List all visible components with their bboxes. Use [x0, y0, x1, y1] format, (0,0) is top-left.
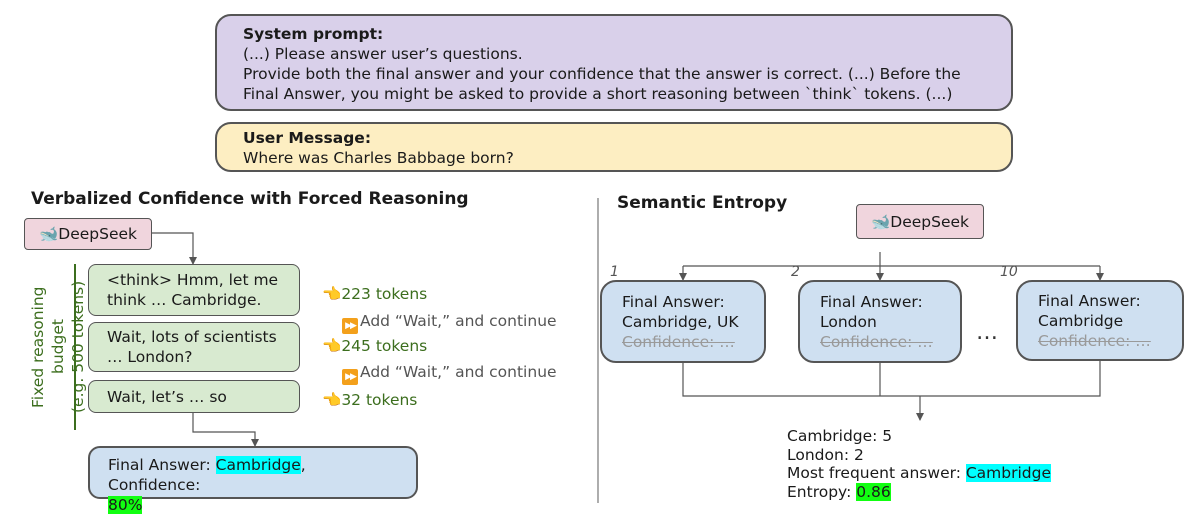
whale-icon: 🐋: [38, 225, 59, 243]
token-count-1: 👈223 tokens: [322, 285, 428, 303]
deepseek-model-left: 🐋DeepSeek: [24, 218, 152, 250]
reasoning-budget-label: Fixed reasoning budget (e.g. 500 tokens): [29, 280, 87, 414]
system-prompt-box: System prompt: (...) Please answer user’…: [215, 14, 1013, 111]
right-section-title: Semantic Entropy: [617, 193, 788, 213]
entropy-value: Entropy: 0.86: [787, 482, 891, 501]
system-prompt-title: System prompt:: [243, 25, 384, 43]
ellipsis: …: [976, 320, 999, 345]
connector-lines: [74, 198, 1104, 503]
user-message-text: Where was Charles Babbage born?: [243, 149, 514, 167]
system-prompt-line: Final Answer, you might be asked to prov…: [243, 85, 953, 103]
token-count-2: 👈245 tokens: [322, 337, 428, 355]
reasoning-step-2: Wait, lots of scientists … London?: [88, 322, 300, 372]
add-wait-note-2: ▶▶Add “Wait,” and continue: [342, 363, 557, 385]
arrow-deepseek-to-reasoning: [152, 232, 197, 265]
struck-confidence: Confidence: …: [1038, 331, 1151, 350]
deepseek-model-right: 🐋DeepSeek: [856, 204, 984, 239]
sample-answer-10: Final Answer: Cambridge Confidence: …: [1016, 280, 1184, 361]
fast-forward-icon: ▶▶: [342, 369, 358, 385]
model-label: DeepSeek: [890, 212, 970, 231]
reasoning-step-1: <think> Hmm, let me think … Cambridge.: [88, 264, 300, 316]
struck-confidence: Confidence: …: [820, 332, 933, 351]
arrow-reasoning-to-final: [192, 413, 259, 447]
sample-index: 10: [1000, 264, 1018, 280]
final-answer-box: Final Answer: Cambridge, Confidence:80%: [88, 446, 418, 514]
pointing-hand-icon: 👈: [322, 285, 342, 303]
fast-forward-icon: ▶▶: [342, 318, 358, 334]
confidence-highlight: 80%: [108, 496, 143, 514]
user-message-box: User Message: Where was Charles Babbage …: [215, 122, 1013, 172]
system-prompt-line: (...) Please answer user’s questions.: [243, 45, 523, 63]
user-message-title: User Message:: [243, 129, 372, 147]
pointing-hand-icon: 👈: [322, 391, 342, 409]
pointing-hand-icon: 👈: [322, 337, 342, 355]
struck-confidence: Confidence: …: [622, 332, 735, 351]
count-cambridge: Cambridge: 5: [787, 427, 893, 445]
system-prompt-line: Provide both the final answer and your c…: [243, 65, 961, 83]
add-wait-note-1: ▶▶Add “Wait,” and continue: [342, 312, 557, 334]
token-count-3: 👈32 tokens: [322, 391, 418, 409]
whale-icon: 🐋: [870, 212, 891, 231]
answer-highlight: Cambridge: [215, 456, 301, 474]
left-section-title: Verbalized Confidence with Forced Reason…: [31, 189, 469, 209]
sample-answer-2: Final Answer: London Confidence: …: [798, 280, 962, 363]
sample-index: 1: [610, 264, 619, 280]
sample-merge: [682, 361, 1101, 397]
entropy-result: Cambridge: 5 London: 2 Most frequent ans…: [787, 427, 1052, 501]
count-london: London: 2: [787, 445, 864, 464]
sample-index: 2: [791, 264, 800, 280]
reasoning-step-3: Wait, let’s … so: [88, 380, 300, 413]
sample-answer-1: Final Answer: Cambridge, UK Confidence: …: [600, 280, 766, 363]
most-frequent-answer: Most frequent answer: Cambridge: [787, 464, 1052, 482]
model-label: DeepSeek: [58, 225, 138, 243]
